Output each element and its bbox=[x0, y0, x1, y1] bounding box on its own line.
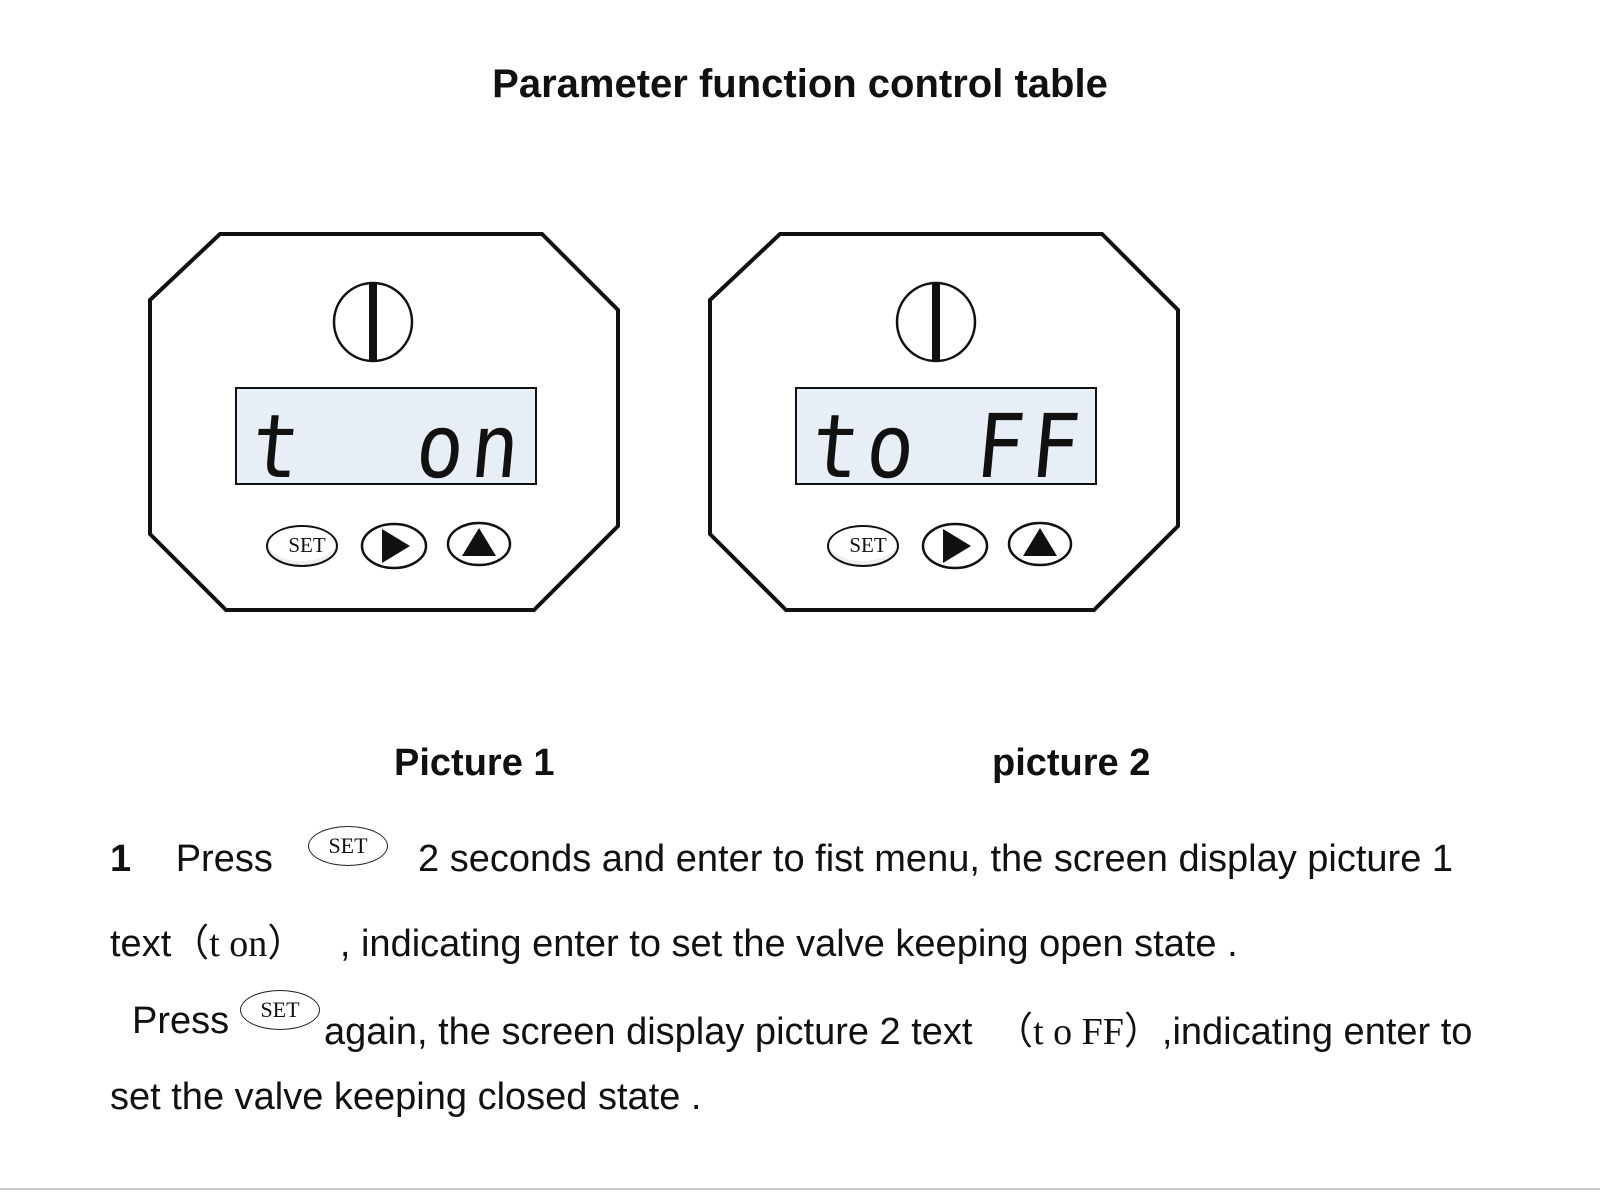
set-button-icon: SET bbox=[308, 826, 388, 866]
up-arrow-button[interactable] bbox=[1007, 521, 1073, 567]
page-bottom-divider bbox=[0, 1188, 1600, 1190]
lcd-code-t-on: （t on） bbox=[171, 923, 306, 965]
device-picture-1 bbox=[148, 232, 628, 624]
lcd-display-text-2: to FF bbox=[807, 395, 1092, 498]
page-title: Parameter function control table bbox=[492, 62, 1108, 106]
caption-picture-1: Picture 1 bbox=[394, 742, 555, 784]
set-button-label: SET bbox=[849, 533, 887, 557]
press-label-2: Press bbox=[132, 1000, 230, 1042]
set-button[interactable] bbox=[266, 525, 338, 567]
text-label: text bbox=[110, 923, 172, 965]
knob-icon bbox=[895, 281, 977, 363]
set-button-label: SET bbox=[288, 533, 326, 557]
device-picture-2 bbox=[708, 232, 1188, 624]
caption-picture-2: picture 2 bbox=[992, 742, 1151, 784]
lcd-display-text-1: t on bbox=[247, 395, 532, 498]
step-number: 1 bbox=[110, 838, 132, 880]
right-arrow-button[interactable] bbox=[360, 522, 428, 570]
lcd-screen bbox=[235, 387, 537, 485]
instruction-line-2: text（t on） , indicating enter to set the… bbox=[110, 912, 1238, 967]
set-button[interactable] bbox=[827, 525, 899, 567]
instruction-line-3: again, the screen display picture 2 text… bbox=[324, 1000, 1472, 1055]
set-button-icon: SET bbox=[240, 990, 320, 1030]
press-label: Press bbox=[175, 838, 273, 880]
lcd-screen bbox=[795, 387, 1097, 485]
instruction-line-4: set the valve keeping closed state . bbox=[110, 1076, 702, 1118]
instruction-line-1: 1 Press bbox=[110, 838, 1550, 881]
instruction-line-1-rest: 2 seconds and enter to fist menu, the sc… bbox=[418, 838, 1454, 880]
right-arrow-button[interactable] bbox=[921, 522, 989, 570]
lcd-code-to-ff: （t o FF） bbox=[995, 1011, 1162, 1053]
line-3-rest: again, the screen display picture 2 text bbox=[324, 1011, 973, 1053]
line-2-rest: , indicating enter to set the valve keep… bbox=[339, 923, 1238, 965]
knob-icon bbox=[332, 281, 414, 363]
up-arrow-button[interactable] bbox=[446, 521, 512, 567]
line-3-tail: ,indicating enter to bbox=[1161, 1011, 1473, 1053]
